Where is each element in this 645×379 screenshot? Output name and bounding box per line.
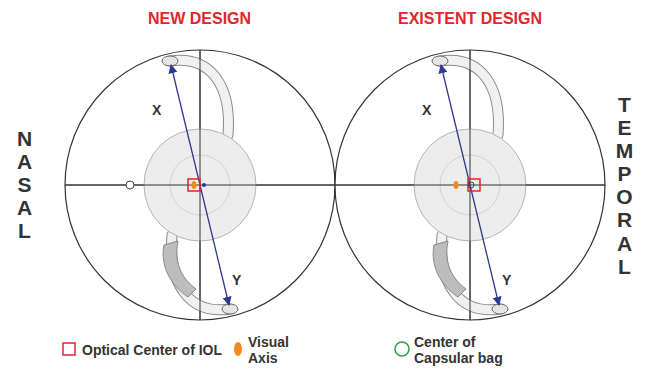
- panel-title: EXISTENT DESIGN: [398, 10, 542, 28]
- side-label: NASAL: [14, 127, 35, 242]
- axis-label: X: [152, 102, 161, 118]
- optical-center: [188, 179, 200, 191]
- visual-axis: [192, 181, 197, 189]
- legend-text: Optical Center of IOL: [82, 342, 232, 358]
- visual-axis: [454, 181, 459, 189]
- axis-label: Y: [232, 272, 241, 288]
- capsular-bag-center: [126, 181, 134, 189]
- legend-text: Center of Capsular bag: [414, 334, 534, 366]
- new-design-panel: [65, 50, 335, 320]
- axis-label: X: [422, 102, 431, 118]
- existent-design-panel: [335, 50, 605, 320]
- side-label: TEMPORAL: [614, 93, 635, 278]
- optical-center: [468, 179, 480, 191]
- capsular-bag-center: [468, 182, 474, 188]
- panel-title: NEW DESIGN: [148, 10, 251, 28]
- legend-text: Visual Axis: [248, 334, 308, 366]
- axis-label: Y: [502, 272, 511, 288]
